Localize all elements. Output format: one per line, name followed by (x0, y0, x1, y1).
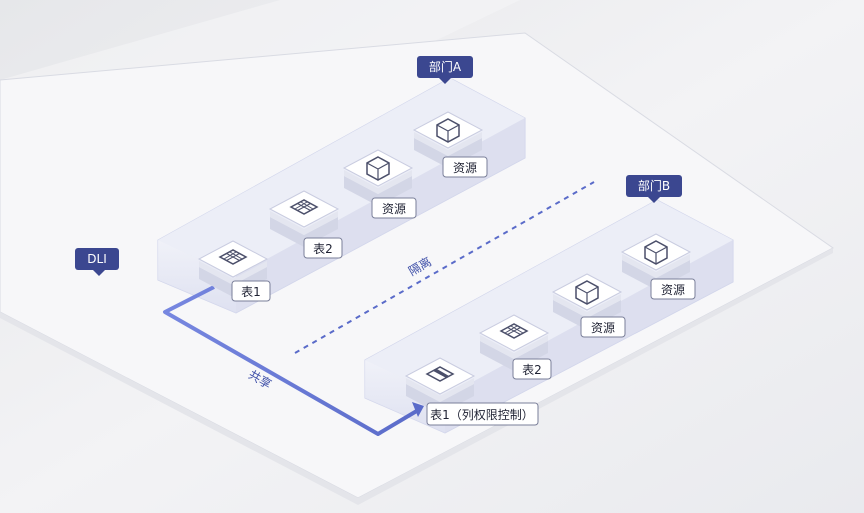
svg-text:表1（列权限控制）: 表1（列权限控制） (430, 408, 534, 422)
isolation-line (294, 181, 595, 354)
share-arrow (163, 285, 422, 436)
cube-icon (575, 280, 599, 305)
svg-text:资源: 资源 (382, 202, 406, 216)
dept-a-item-label-4: 资源 (442, 156, 488, 178)
table-icon (499, 323, 529, 339)
cube-icon (436, 118, 460, 143)
department-a-tag: 部门A (417, 56, 473, 84)
department-b-tag: 部门B (626, 175, 682, 203)
svg-text:表2: 表2 (522, 363, 542, 377)
column-table-icon (425, 366, 455, 382)
dept-b-item-label-1: 表1（列权限控制） (426, 402, 539, 426)
svg-text:资源: 资源 (661, 283, 685, 297)
dli-tag: DLI (75, 248, 119, 276)
table-icon (289, 199, 319, 215)
table-icon (218, 249, 248, 265)
dept-a-item-resource-1 (342, 149, 414, 206)
svg-text:资源: 资源 (453, 161, 477, 175)
dept-b-item-label-3: 资源 (580, 316, 626, 338)
dli-label: DLI (87, 252, 106, 266)
department-a-label: 部门A (429, 59, 462, 74)
dept-a-item-label-2: 表2 (303, 237, 343, 259)
share-arrow-head (412, 402, 424, 417)
cube-icon (644, 240, 668, 265)
svg-text:资源: 资源 (591, 321, 615, 335)
svg-text:表1: 表1 (241, 285, 261, 299)
department-b-label: 部门B (638, 178, 670, 193)
dept-b-item-label-2: 表2 (512, 358, 552, 380)
dept-b-item-label-4: 资源 (650, 278, 696, 300)
dept-b-item-resource-2 (620, 233, 692, 290)
cube-icon (366, 156, 390, 181)
svg-text:表2: 表2 (313, 242, 333, 256)
dept-a-item-label-1: 表1 (231, 280, 271, 302)
dept-a-item-label-3: 资源 (371, 197, 417, 219)
dept-a-item-resource-2 (412, 111, 484, 168)
dept-b-item-resource-1 (551, 273, 623, 330)
